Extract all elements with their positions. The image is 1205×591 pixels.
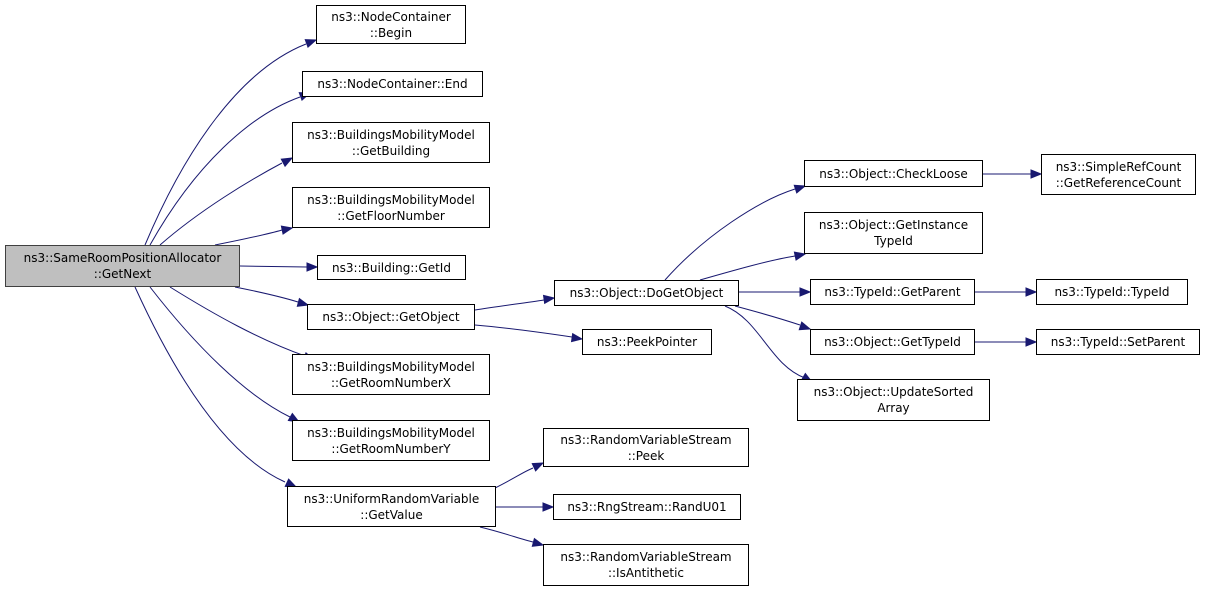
edge-getobject-to-peekpointer: [474, 324, 573, 338]
node-label: ns3::PeekPointer: [596, 335, 698, 349]
edge-dogetobject-to-getinstance: [699, 255, 796, 281]
node-peekpointer[interactable]: ns3::PeekPointer: [582, 329, 712, 355]
node-typeid-getparent[interactable]: ns3::TypeId::GetParent: [810, 279, 975, 305]
edge-dogetobject-to-checkloose: [664, 188, 796, 281]
node-label: ::GetBuilding: [351, 143, 431, 158]
arrowhead-icon: [799, 287, 812, 297]
edge-getobject-to-dogetobject: [474, 299, 545, 311]
edge-dogetobject-to-updatesorted: [724, 305, 806, 379]
edge-getnext-to-end: [149, 96, 301, 246]
node-nodecontainer-begin[interactable]: ns3::NodeContainer ::Begin: [316, 5, 466, 44]
arrowhead-icon: [531, 537, 545, 547]
arrowhead-icon: [280, 225, 294, 235]
node-label: ::GetRoomNumberY: [331, 441, 451, 456]
node-label: ns3::TypeId::GetParent: [824, 285, 961, 299]
arrowhead-icon: [542, 502, 555, 512]
node-label: ns3::Object::CheckLoose: [819, 166, 968, 181]
edge-getnext-to-getbuilding: [159, 162, 283, 246]
node-nodecontainer-end[interactable]: ns3::NodeContainer::End: [302, 71, 483, 97]
node-label: ns3::BuildingsMobilityModel: [307, 192, 475, 207]
node-bmm-getroomnumbery[interactable]: ns3::BuildingsMobilityModel ::GetRoomNum…: [292, 420, 490, 461]
node-label: ns3::TypeId::TypeId: [1054, 285, 1170, 299]
arrowhead-icon: [570, 332, 584, 343]
node-bmm-getroomnumberx[interactable]: ns3::BuildingsMobilityModel ::GetRoomNum…: [292, 354, 490, 395]
edge-getnext-to-roomy: [149, 286, 291, 418]
node-rvs-peek[interactable]: ns3::RandomVariableStream ::Peek: [543, 428, 749, 467]
edge-getnext-to-getvalue: [134, 286, 286, 483]
node-rvs-isantithetic[interactable]: ns3::RandomVariableStream ::IsAntithetic: [543, 544, 749, 586]
arrowhead-icon: [1025, 337, 1038, 347]
node-label: ::Begin: [369, 25, 413, 40]
node-label: ns3::RandomVariableStream: [560, 550, 732, 564]
arrowhead-icon: [304, 39, 318, 49]
node-label: ns3::SameRoomPositionAllocator: [23, 251, 222, 265]
edge-getnext-to-begin: [144, 43, 307, 246]
node-bmm-getbuilding[interactable]: ns3::BuildingsMobilityModel ::GetBuildin…: [292, 122, 490, 163]
node-label: ns3::RngStream::RandU01: [567, 500, 727, 514]
arrowhead-icon: [1030, 169, 1043, 179]
node-label: ns3::Object::GetTypeId: [824, 335, 961, 349]
node-sameroom-getnext: ns3::SameRoomPositionAllocator ::GetNext: [5, 245, 240, 287]
arrowhead-icon: [306, 262, 319, 272]
node-object-gettypeid[interactable]: ns3::Object::GetTypeId: [810, 329, 975, 355]
node-bmm-getfloornumber[interactable]: ns3::BuildingsMobilityModel ::GetFloorNu…: [292, 187, 490, 228]
node-label: ::Peek: [627, 448, 665, 463]
node-object-getinstancetypeid[interactable]: ns3::Object::GetInstance TypeId: [804, 212, 983, 254]
edge-getvalue-to-peek: [494, 467, 534, 489]
node-simplerefcount-getreferencecount[interactable]: ns3::SimpleRefCount ::GetReferenceCount: [1041, 154, 1196, 195]
arrowhead-icon: [531, 462, 545, 472]
node-label: ns3::Object::GetInstance: [818, 218, 969, 232]
arrowhead-icon: [798, 321, 812, 331]
node-label: ns3::RandomVariableStream: [560, 432, 732, 447]
node-label: ns3::NodeContainer: [331, 9, 451, 24]
node-label: ns3::UniformRandomVariable: [303, 491, 480, 506]
arrowhead-icon: [296, 297, 310, 307]
edge-getnext-to-roomx: [169, 286, 306, 357]
node-typeid-setparent[interactable]: ns3::TypeId::SetParent: [1036, 329, 1200, 355]
node-object-checkloose[interactable]: ns3::Object::CheckLoose: [804, 160, 983, 187]
node-label: ::IsAntithetic: [607, 566, 685, 580]
node-rngstream-randu01[interactable]: ns3::RngStream::RandU01: [553, 494, 741, 520]
node-uniformrandomvariable-getvalue[interactable]: ns3::UniformRandomVariable ::GetValue: [287, 486, 496, 527]
node-label: TypeId: [874, 234, 913, 248]
node-label: ns3::BuildingsMobilityModel: [307, 359, 475, 374]
arrowhead-icon: [793, 184, 807, 194]
node-label: ns3::BuildingsMobilityModel: [307, 425, 475, 440]
node-object-getobject[interactable]: ns3::Object::GetObject: [307, 304, 475, 330]
node-label: ::GetFloorNumber: [337, 208, 445, 223]
node-label: ns3::Object::GetObject: [322, 310, 460, 324]
edge-dogetobject-to-gettypeid: [734, 305, 801, 326]
node-label: ::GetValue: [360, 507, 423, 522]
node-typeid-typeid[interactable]: ns3::TypeId::TypeId: [1036, 279, 1188, 305]
edge-getvalue-to-isanti: [479, 526, 534, 543]
node-building-getid[interactable]: ns3::Building::GetId: [317, 255, 466, 280]
arrowhead-icon: [1025, 287, 1038, 297]
node-label: ns3::SimpleRefCount: [1055, 159, 1182, 174]
node-label: ns3::Object::UpdateSorted: [813, 385, 974, 399]
node-label: ns3::BuildingsMobilityModel: [307, 127, 475, 142]
arrowhead-icon: [793, 251, 807, 261]
arrowhead-icon: [280, 157, 294, 168]
node-label: ::GetRoomNumberX: [330, 375, 452, 390]
node-object-dogetobject[interactable]: ns3::Object::DoGetObject: [554, 280, 739, 306]
node-label: ns3::NodeContainer::End: [317, 77, 468, 91]
edge-getnext-to-getid: [239, 265, 308, 268]
node-object-updatesortedarray[interactable]: ns3::Object::UpdateSorted Array: [797, 379, 990, 421]
node-label: ::GetReferenceCount: [1055, 175, 1182, 190]
node-label: ::GetNext: [93, 267, 152, 281]
arrowhead-icon: [542, 294, 556, 305]
node-label: ns3::TypeId::SetParent: [1050, 335, 1186, 349]
node-label: ns3::Object::DoGetObject: [569, 286, 724, 300]
edge-getnext-to-getobject: [234, 286, 299, 303]
node-label: Array: [877, 401, 910, 415]
edge-getnext-to-getfloor: [214, 229, 283, 246]
node-label: ns3::Building::GetId: [332, 260, 451, 275]
